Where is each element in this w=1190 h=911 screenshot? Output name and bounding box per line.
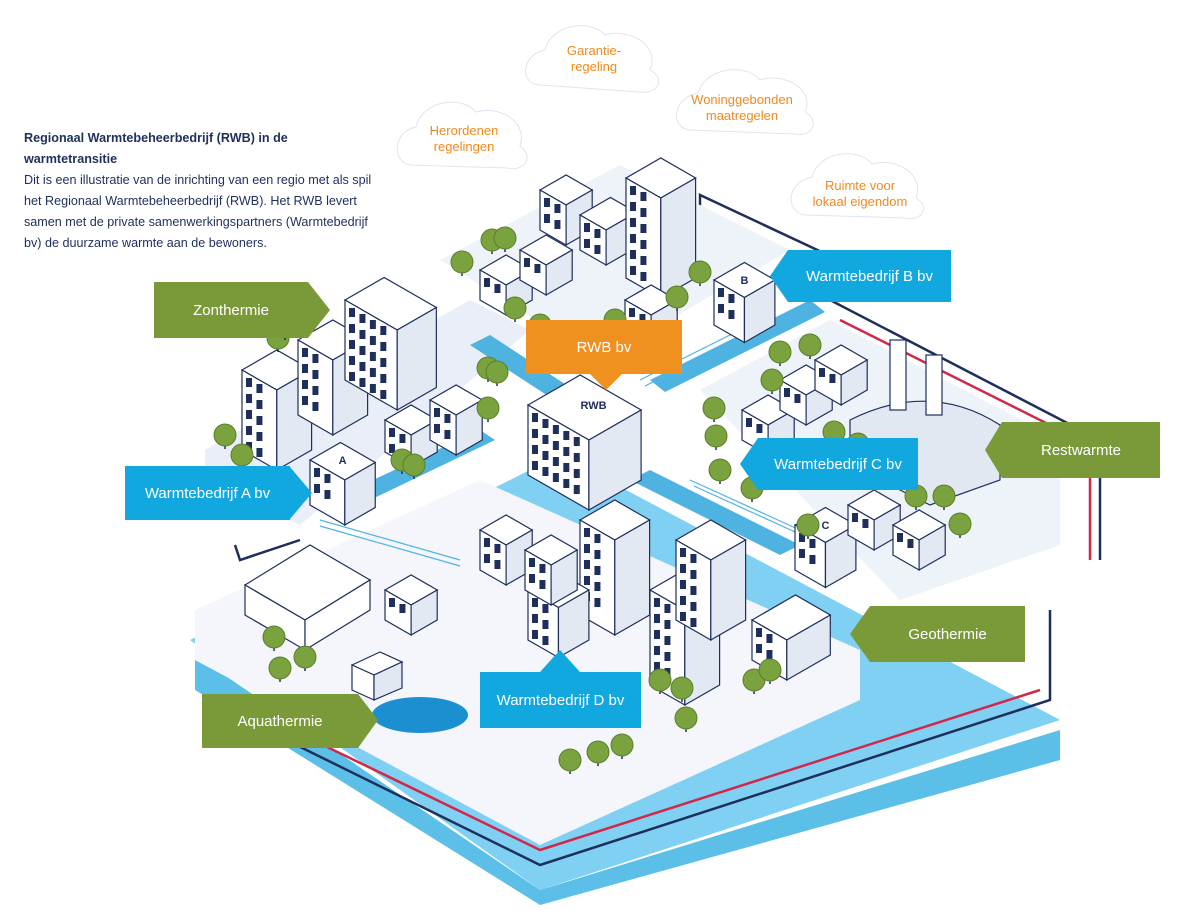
tag-warmtebedrijf-b: Warmtebedrijf B bv	[788, 250, 951, 302]
tree	[665, 285, 689, 311]
tree	[503, 296, 527, 322]
cloud-label-garantie: Garantie- regeling	[566, 43, 622, 74]
cloud-label-ruimte: Ruimte voor lokaal eigendom	[812, 178, 908, 209]
tree	[558, 748, 582, 774]
tree	[450, 250, 474, 276]
tree	[932, 484, 956, 510]
plateau-bottom	[195, 480, 860, 845]
tree	[268, 656, 292, 682]
tree	[702, 396, 726, 422]
tree	[758, 658, 782, 684]
plateau-top	[440, 165, 790, 360]
house-top-4	[518, 234, 574, 297]
tree	[674, 706, 698, 732]
tree	[670, 676, 694, 702]
building-letter: RWB	[581, 400, 607, 412]
office-bottom-3	[674, 519, 747, 642]
office-top-tall	[624, 157, 697, 300]
tree	[704, 424, 728, 450]
tree	[768, 340, 792, 366]
building-letter: C	[821, 520, 829, 532]
cloud-garantie	[525, 25, 660, 93]
intro-text: Regionaal Warmtebeheerbedrijf (RWB) in d…	[24, 128, 376, 254]
tree	[610, 733, 634, 759]
tag-warmtebedrijf-a: Warmtebedrijf A bv	[125, 466, 290, 520]
building-letter: A	[339, 455, 347, 467]
intro-title: Regionaal Warmtebeheerbedrijf (RWB) in d…	[24, 131, 288, 166]
house-right-3	[813, 344, 869, 407]
tree	[493, 226, 517, 252]
tree	[760, 368, 784, 394]
tag-zonthermie: Zonthermie	[154, 282, 308, 338]
house-bottom-2	[523, 534, 579, 607]
building-a: A	[308, 441, 377, 527]
cloud-woning	[676, 69, 814, 136]
building-letter: B	[740, 275, 748, 287]
tree	[586, 740, 610, 766]
pump-house	[350, 651, 468, 733]
tag-restwarmte: Restwarmte	[1002, 422, 1160, 478]
house-right-5	[891, 509, 947, 572]
cloud-label-woning: Woninggebonden maatregelen	[691, 92, 793, 123]
tag-arrows	[290, 250, 1002, 748]
tag-warmtebedrijf-c: Warmtebedrijf C bv	[758, 438, 918, 490]
tree	[948, 512, 972, 538]
street-pipes	[319, 329, 805, 567]
solar-hall	[343, 276, 438, 412]
tag-geothermie: Geothermie	[870, 606, 1025, 662]
tree	[262, 625, 286, 651]
intro-body: Dit is een illustratie van de inrichting…	[24, 173, 372, 250]
tree	[485, 360, 509, 386]
clouds	[396, 25, 925, 220]
rwb-building: RWB	[526, 374, 643, 512]
tree	[213, 423, 237, 449]
cloud-label-herordenen: Herordenen regelingen	[429, 123, 499, 154]
house-bottom-3	[383, 574, 439, 637]
tag-aquathermie: Aquathermie	[202, 694, 358, 748]
building-c: C	[793, 506, 858, 589]
tree	[648, 668, 672, 694]
tree	[796, 513, 820, 539]
geothermie-building	[750, 594, 832, 682]
office-bottom-tall	[578, 499, 651, 637]
cloud-herordenen	[396, 101, 528, 170]
greenhouses	[243, 544, 372, 652]
building-b: B	[712, 261, 777, 344]
house-left-2	[428, 384, 484, 457]
tree	[402, 453, 426, 479]
cloud-ruimte	[790, 153, 925, 220]
tree	[476, 396, 500, 422]
tag-rwb-bv: RWB bv	[526, 320, 682, 374]
office-left-tall	[240, 349, 313, 472]
tree	[798, 333, 822, 359]
tree	[708, 458, 732, 484]
tag-warmtebedrijf-d: Warmtebedrijf D bv	[480, 672, 641, 728]
tree	[688, 260, 712, 286]
tree	[293, 645, 317, 671]
